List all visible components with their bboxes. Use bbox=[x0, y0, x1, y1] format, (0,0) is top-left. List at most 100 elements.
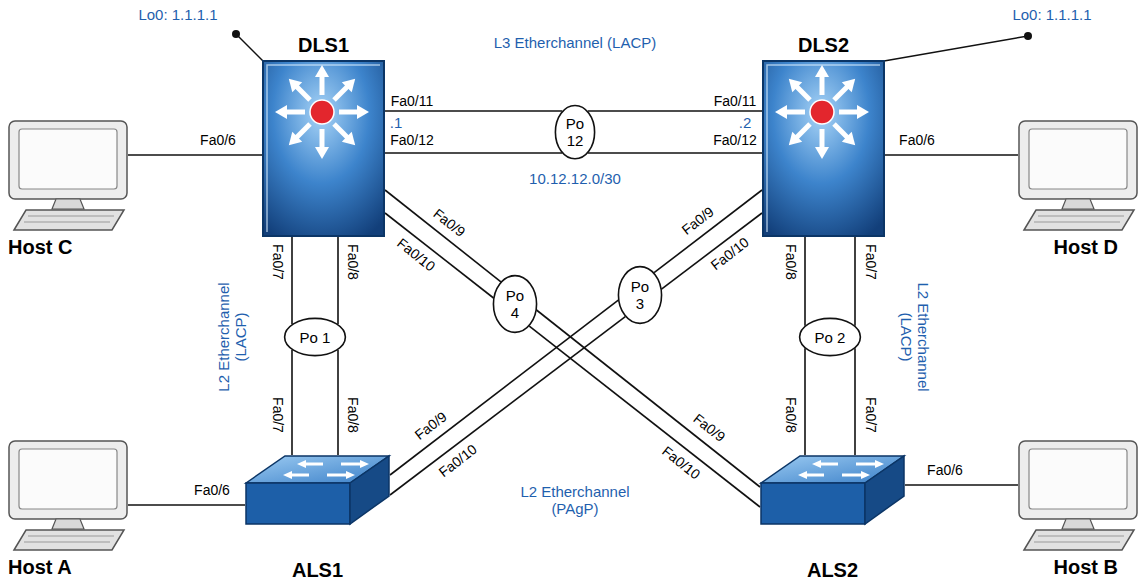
port-label: Fa0/7 bbox=[863, 396, 878, 434]
port-label-holder: Fa0/7 bbox=[270, 396, 285, 434]
port-label: Fa0/11 bbox=[713, 94, 758, 109]
device-name-holder: ALS2 bbox=[740, 559, 925, 582]
loopback-dot bbox=[232, 30, 240, 38]
port-channel-name: Po 4 bbox=[506, 287, 524, 321]
port-label: Fa0/8 bbox=[345, 243, 360, 281]
link-line bbox=[291, 237, 293, 324]
network-label: 10.12.12.0/30 bbox=[529, 170, 621, 187]
port-label: Fa0/7 bbox=[270, 396, 285, 434]
device-name-holder: Host D bbox=[1054, 236, 1118, 259]
port-label: Fa0/6 bbox=[898, 133, 936, 148]
port-label-holder: Fa0/12 bbox=[389, 133, 435, 148]
port-label: Fa0/10 bbox=[658, 443, 703, 483]
port-channel-ellipse: Po 2 bbox=[799, 318, 861, 356]
link-line bbox=[804, 348, 806, 455]
port-channel-ellipse: Po 3 bbox=[618, 266, 662, 324]
multilayer-switch: DLS1 bbox=[262, 60, 385, 237]
switch-name: DLS2 bbox=[742, 34, 905, 57]
port-label: Fa0/6 bbox=[193, 483, 231, 498]
host-name: Host C bbox=[8, 236, 72, 259]
host-name: Host D bbox=[1054, 236, 1118, 259]
host-computer: Host A bbox=[8, 440, 128, 552]
network-label-holder: L2 Etherchannel (LACP) bbox=[898, 275, 932, 400]
port-label: Fa0/9 bbox=[430, 205, 469, 240]
port-channel-ellipse: Po 12 bbox=[555, 105, 595, 159]
port-label: Fa0/8 bbox=[783, 396, 798, 434]
port-channel-name: Po 1 bbox=[300, 329, 331, 346]
port-channel-ellipse: Po 4 bbox=[493, 275, 537, 333]
network-label-holder: .2 bbox=[739, 114, 752, 131]
port-label-holder: Fa0/8 bbox=[345, 243, 360, 281]
loopback-leader bbox=[236, 34, 263, 61]
multilayer-switch-icon bbox=[762, 60, 885, 237]
network-label-holder: L2 Etherchannel (PAgP) bbox=[513, 483, 638, 517]
port-label: Fa0/8 bbox=[345, 396, 360, 434]
host-name: Host A bbox=[8, 556, 72, 579]
network-label: L2 Etherchannel (LACP) bbox=[898, 275, 932, 400]
host-computer-icon bbox=[8, 440, 128, 552]
network-label: .1 bbox=[390, 114, 403, 131]
port-label: Fa0/10 bbox=[707, 234, 752, 274]
network-label-holder: .1 bbox=[390, 114, 403, 131]
link-line bbox=[854, 348, 856, 455]
port-label: Fa0/6 bbox=[199, 133, 237, 148]
port-label: Fa0/11 bbox=[390, 94, 435, 109]
host-computer: Host D bbox=[1018, 120, 1138, 232]
device-name-holder: Host B bbox=[1054, 556, 1118, 579]
device-name-holder: DLS2 bbox=[742, 34, 905, 57]
port-label-holder: Fa0/7 bbox=[863, 243, 878, 281]
loopback-dot bbox=[1024, 32, 1032, 40]
link-line bbox=[854, 237, 856, 326]
access-switch-icon bbox=[760, 455, 905, 525]
link-line bbox=[337, 237, 339, 324]
port-label: Fa0/9 bbox=[678, 204, 717, 239]
link-line bbox=[905, 484, 1018, 486]
link-line bbox=[128, 504, 245, 506]
port-label: Fa0/9 bbox=[411, 409, 450, 444]
port-label-holder: Fa0/9 bbox=[690, 410, 729, 445]
link-line bbox=[128, 154, 262, 156]
port-label-holder: Fa0/6 bbox=[193, 483, 231, 498]
network-label: Lo0: 1.1.1.1 bbox=[1012, 6, 1091, 23]
port-label: Fa0/8 bbox=[783, 243, 798, 281]
port-label-holder: Fa0/11 bbox=[713, 94, 758, 109]
port-label: Fa0/6 bbox=[926, 463, 964, 478]
link-line bbox=[291, 350, 293, 455]
host-computer: Host C bbox=[8, 120, 128, 232]
port-channel-name: Po 3 bbox=[631, 278, 649, 312]
device-name-holder: ALS1 bbox=[225, 559, 410, 582]
network-label: Lo0: 1.1.1.1 bbox=[138, 6, 217, 23]
network-label: L3 Etherchannel (LACP) bbox=[494, 34, 657, 51]
link-line bbox=[588, 110, 762, 112]
access-switch: ALS2 bbox=[760, 455, 905, 525]
port-label-holder: Fa0/8 bbox=[783, 243, 798, 281]
host-computer: Host B bbox=[1018, 440, 1138, 552]
link-line bbox=[885, 154, 1018, 156]
link-line bbox=[385, 152, 562, 154]
switch-name: DLS1 bbox=[242, 34, 405, 57]
link-line bbox=[385, 110, 562, 112]
device-name-holder: DLS1 bbox=[242, 34, 405, 57]
link-line bbox=[588, 152, 762, 154]
loopback-leader bbox=[884, 36, 1028, 61]
link-line bbox=[662, 213, 763, 289]
port-label-holder: Fa0/8 bbox=[345, 396, 360, 434]
network-label: .2 bbox=[739, 114, 752, 131]
switch-name: ALS2 bbox=[740, 559, 925, 582]
network-label-holder: Lo0: 1.1.1.1 bbox=[1012, 6, 1091, 23]
link-line bbox=[804, 237, 806, 326]
port-label-holder: Fa0/10 bbox=[658, 443, 703, 483]
link-line bbox=[337, 350, 339, 455]
link-line bbox=[390, 317, 625, 495]
port-label: Fa0/9 bbox=[690, 410, 729, 445]
network-label-holder: 10.12.12.0/30 bbox=[529, 170, 621, 187]
port-label-holder: Fa0/10 bbox=[435, 441, 480, 481]
port-label-holder: Fa0/10 bbox=[393, 235, 438, 275]
link-line bbox=[385, 190, 501, 282]
network-label-holder: Lo0: 1.1.1.1 bbox=[138, 6, 217, 23]
multilayer-switch: DLS2 bbox=[762, 60, 885, 237]
port-label-holder: Fa0/7 bbox=[270, 243, 285, 281]
port-label-holder: Fa0/9 bbox=[678, 204, 717, 239]
port-label: Fa0/7 bbox=[863, 243, 878, 281]
